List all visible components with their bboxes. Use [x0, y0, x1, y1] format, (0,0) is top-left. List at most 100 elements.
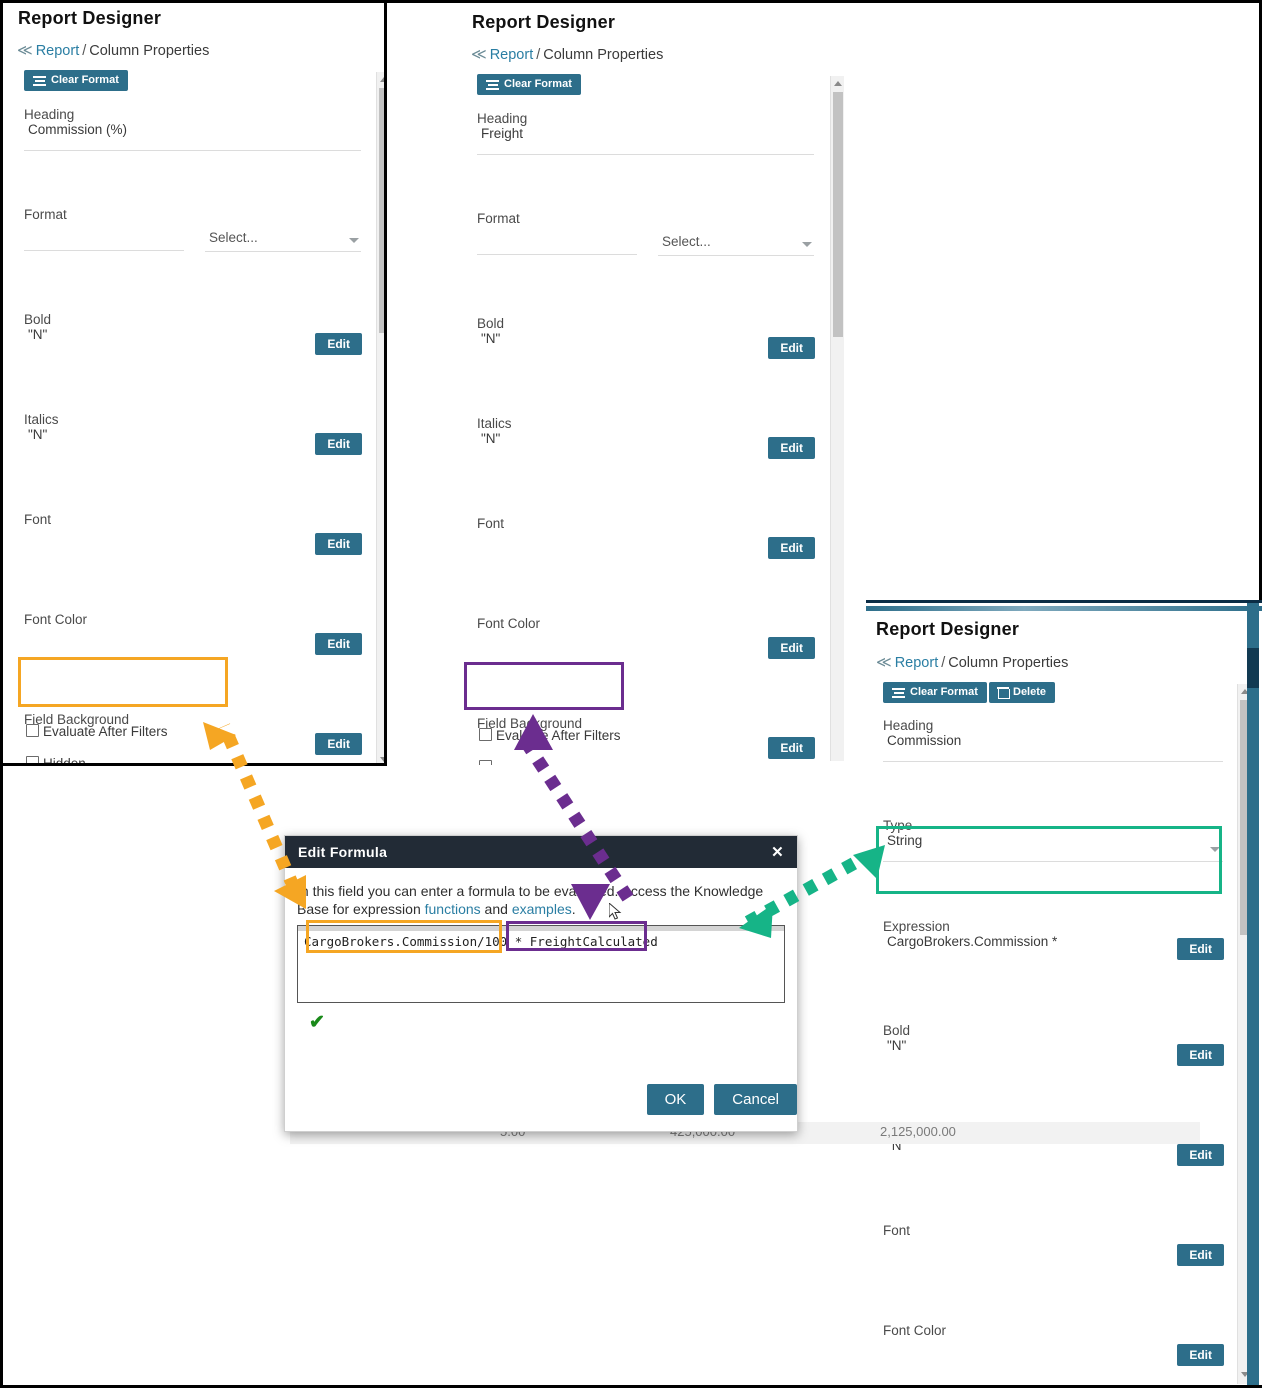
checkbox-box[interactable]: [26, 756, 39, 763]
breadcrumb-current: Column Properties: [89, 43, 210, 59]
field-bold: Bold "N" Edit: [24, 312, 362, 356]
orange-arrow-annotation: [218, 723, 300, 891]
font-color-edit-button[interactable]: Edit: [315, 633, 362, 655]
font-color-edit-button[interactable]: Edit: [768, 637, 815, 659]
checkbox-hidden-partial[interactable]: [479, 759, 496, 765]
panel-scrollbar[interactable]: [830, 76, 844, 761]
heading-value[interactable]: Commission: [887, 733, 962, 748]
breadcrumb-current: Column Properties: [948, 655, 1069, 671]
expression-label: Expression: [883, 919, 950, 934]
scroll-up-arrow-icon[interactable]: [1241, 689, 1249, 694]
purple-arrow-annotation: [522, 741, 634, 902]
font-color-edit-button[interactable]: Edit: [1177, 1344, 1224, 1366]
breadcrumb-report-link[interactable]: Report: [894, 655, 939, 671]
breadcrumb-separator: /: [536, 47, 541, 63]
app-chrome-strip: [1247, 603, 1259, 1385]
cancel-button[interactable]: Cancel: [714, 1084, 797, 1115]
orange-arrowhead-end: [274, 875, 306, 909]
chevron-down-icon[interactable]: [1210, 847, 1220, 852]
italics-edit-button[interactable]: Edit: [1177, 1144, 1224, 1166]
back-chevron-icon[interactable]: ≪: [17, 42, 33, 59]
heading-value[interactable]: Freight: [481, 126, 524, 141]
formula-text-content: CargoBrokers.Commission/100 * FreightCal…: [298, 931, 784, 952]
checkbox-box[interactable]: [479, 760, 492, 765]
close-icon[interactable]: ✕: [771, 844, 784, 861]
field-type[interactable]: Type String: [883, 818, 1223, 862]
hamburger-icon: [486, 79, 499, 90]
back-chevron-icon[interactable]: ≪: [876, 654, 892, 671]
clear-format-button[interactable]: Clear Format: [883, 682, 987, 703]
bold-edit-button[interactable]: Edit: [1177, 1044, 1224, 1066]
field-bold: Bold "N" Edit: [477, 316, 815, 360]
checkbox-evaluate-after-filters[interactable]: Evaluate After Filters: [26, 723, 168, 741]
chevron-down-icon[interactable]: [802, 242, 812, 247]
back-chevron-icon[interactable]: ≪: [471, 46, 487, 63]
checkbox-box[interactable]: [26, 724, 39, 737]
edit-label: Edit: [327, 537, 350, 551]
format-select[interactable]: Select...: [205, 229, 361, 252]
bold-edit-button[interactable]: Edit: [768, 337, 815, 359]
examples-link[interactable]: examples: [511, 901, 572, 918]
check-icon: ✔: [309, 1012, 325, 1033]
breadcrumb-report-link[interactable]: Report: [35, 43, 80, 59]
dialog-help-text: In this field you can enter a formula to…: [297, 882, 785, 919]
scroll-down-arrow-icon[interactable]: [1241, 1372, 1249, 1377]
expression-edit-button[interactable]: Edit: [1177, 938, 1224, 960]
scroll-up-arrow-icon[interactable]: [380, 77, 384, 82]
bold-edit-button[interactable]: Edit: [315, 333, 362, 355]
field-format: Format Select...: [24, 207, 361, 255]
field-font: Font Edit: [883, 1223, 1224, 1267]
heading-value[interactable]: Commission (%): [28, 122, 128, 137]
formula-operator: *: [507, 933, 530, 949]
format-select[interactable]: Select...: [658, 233, 814, 256]
format-text-input[interactable]: [24, 249, 184, 251]
formula-textarea[interactable]: CargoBrokers.Commission/100 * FreightCal…: [297, 924, 785, 1003]
font-edit-button[interactable]: Edit: [768, 537, 815, 559]
formula-part-2: FreightCalculated: [529, 933, 658, 949]
dialog-titlebar: Edit Formula ✕: [285, 836, 797, 868]
page-title: Report Designer: [18, 8, 162, 28]
scroll-thumb[interactable]: [1240, 700, 1250, 935]
ok-button[interactable]: OK: [646, 1084, 705, 1115]
field-background-label: Field Background: [24, 712, 130, 727]
italics-edit-button[interactable]: Edit: [315, 433, 362, 455]
functions-link[interactable]: functions: [424, 901, 481, 918]
field-font: Font Edit: [477, 516, 815, 560]
font-edit-button[interactable]: Edit: [315, 533, 362, 555]
clear-format-button[interactable]: Clear Format: [24, 70, 128, 91]
breadcrumb-separator: /: [941, 655, 946, 671]
font-edit-button[interactable]: Edit: [1177, 1244, 1224, 1266]
checkbox-box[interactable]: [479, 728, 492, 741]
italics-edit-button[interactable]: Edit: [768, 437, 815, 459]
scroll-up-arrow-icon[interactable]: [834, 81, 842, 86]
format-select-value: Select...: [209, 230, 258, 245]
field-bold: Bold "N" Edit: [883, 1023, 1224, 1067]
clear-format-label: Clear Format: [51, 74, 119, 86]
help-suffix: .: [571, 901, 576, 918]
edit-label: Edit: [780, 541, 803, 555]
field-font-color: Font Color Edit: [477, 616, 815, 660]
chevron-down-icon[interactable]: [349, 238, 359, 243]
edit-label: Edit: [1189, 1148, 1212, 1162]
delete-button[interactable]: Delete: [989, 682, 1056, 703]
field-background-edit-button[interactable]: Edit: [768, 737, 815, 759]
edit-label: Edit: [780, 741, 803, 755]
breadcrumb: ≪Report/Column Properties: [17, 41, 209, 59]
bold-label: Bold: [24, 312, 52, 327]
window-top-accent: [866, 606, 1262, 611]
scroll-thumb[interactable]: [379, 88, 384, 333]
field-heading: Heading Freight: [477, 111, 814, 155]
breadcrumb-report-link[interactable]: Report: [489, 47, 534, 63]
field-background-edit-button[interactable]: Edit: [315, 733, 362, 755]
edit-label: Edit: [327, 737, 350, 751]
field-field-background: Field Background Edit: [24, 712, 362, 756]
scroll-down-arrow-icon[interactable]: [380, 757, 384, 762]
scroll-thumb[interactable]: [833, 92, 843, 337]
panel-scrollbar[interactable]: [376, 72, 384, 763]
panel-commission: Report Designer ≪Report/Column Propertie…: [866, 600, 1262, 1385]
checkbox-hidden[interactable]: Hidden: [26, 755, 86, 763]
edit-label: Edit: [780, 341, 803, 355]
format-text-input[interactable]: [477, 253, 637, 255]
font-color-label: Font Color: [883, 1323, 947, 1338]
clear-format-button[interactable]: Clear Format: [477, 74, 581, 95]
